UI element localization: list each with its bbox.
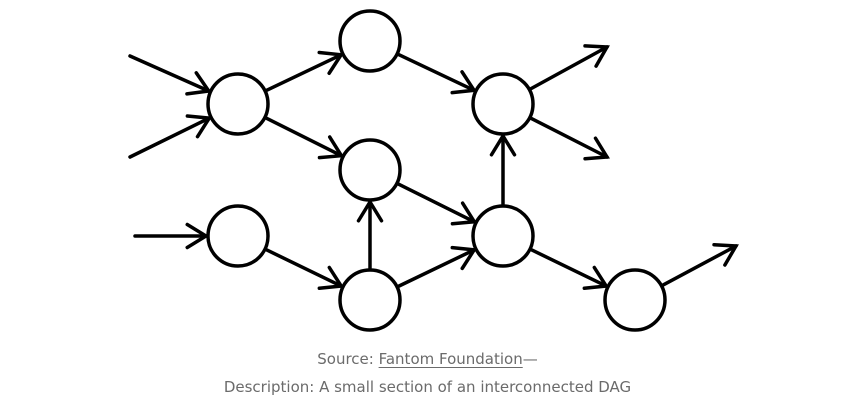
edge-input-0-head-shape [185, 71, 212, 96]
edge-output-4-head-shape [583, 136, 610, 161]
edge-output-4 [529, 116, 609, 159]
edge-n5-n3-head [356, 198, 384, 223]
edge-n3-n7-head-shape [450, 201, 478, 226]
edge-n5-n7-head [450, 245, 478, 271]
edge-output-5-head-shape [712, 242, 739, 267]
edge-n1-n2-head [317, 50, 345, 75]
dag-diagram [128, 9, 739, 332]
edge-input-2-head [185, 222, 210, 250]
edges [128, 44, 739, 290]
edge-n1-n3-head [317, 135, 345, 160]
node-n2 [338, 9, 402, 73]
edge-n7-n8-head [582, 265, 610, 290]
edge-n7-n6-head-shape [489, 132, 517, 157]
edge-n1-n2-head-shape [317, 50, 345, 75]
edge-n3-n7 [396, 182, 477, 224]
source-link[interactable]: Fantom Foundation [378, 350, 523, 368]
description-caption: Description: A small section of an inter… [223, 378, 632, 396]
edge-output-5-head [712, 242, 739, 267]
source-caption: Source: Fantom Foundation— [0, 349, 855, 369]
edge-output-3-head [583, 44, 610, 68]
edge-n2-n6-head [450, 70, 478, 95]
edge-output-3 [529, 45, 609, 91]
edge-n2-n6-head-shape [450, 70, 478, 95]
edge-n7-n8 [530, 248, 608, 288]
node-n1 [206, 72, 270, 136]
edge-n4-n5 [265, 248, 343, 288]
edge-n5-n7 [397, 248, 476, 288]
edge-n5-n3-head-shape [356, 198, 384, 223]
edge-input-0 [128, 54, 211, 93]
node-n3 [338, 138, 402, 202]
edge-input-1-head-shape [185, 114, 213, 139]
edge-n4-n5-head-shape [317, 265, 345, 290]
edge-n1-n2 [265, 53, 343, 92]
edge-output-4-head [583, 136, 610, 161]
nodes [206, 9, 667, 332]
edge-n2-n6 [397, 52, 476, 93]
source-suffix: — [522, 350, 538, 368]
source-prefix: Source: [317, 350, 379, 368]
node-n4 [206, 204, 270, 268]
edge-n1-n3 [264, 116, 344, 158]
edge-n7-n8-head-shape [582, 265, 610, 290]
node-n5 [338, 268, 402, 332]
edge-input-0-head [185, 71, 212, 96]
edge-n3-n7-head [450, 201, 478, 226]
node-n7 [471, 204, 535, 268]
edge-output-3-head-shape [583, 44, 610, 68]
edge-n5-n7-head-shape [450, 245, 478, 271]
edge-output-5 [661, 244, 738, 287]
edge-input-2-head-shape [185, 222, 210, 250]
node-n6 [471, 72, 535, 136]
edge-n1-n3-head-shape [317, 135, 345, 160]
edge-input-1-head [185, 114, 213, 139]
edge-n7-n6-head [489, 132, 517, 157]
edge-input-1 [128, 116, 212, 159]
edge-n4-n5-head [317, 265, 345, 290]
node-n8 [603, 268, 667, 332]
